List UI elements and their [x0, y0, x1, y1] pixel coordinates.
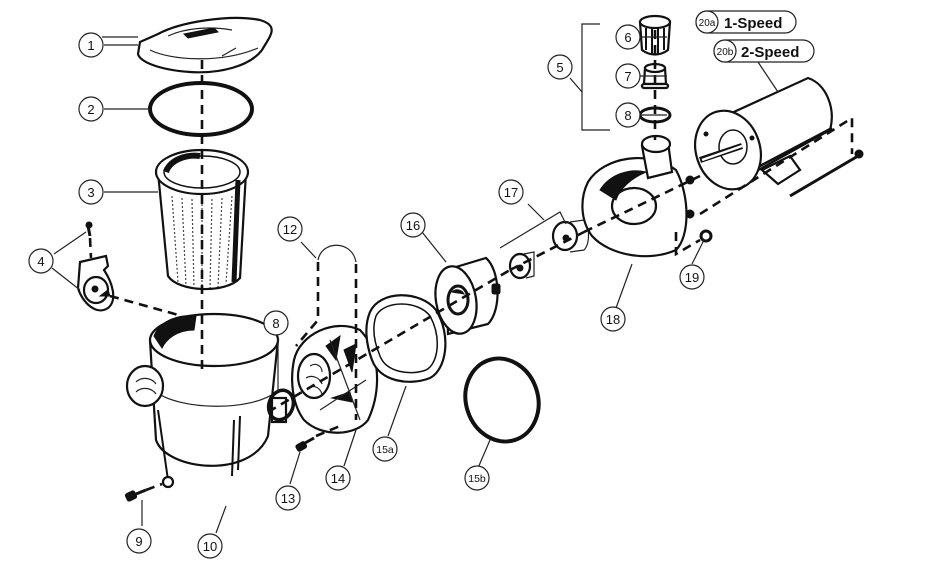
callout-9: 9: [126, 528, 152, 554]
callout-1: 1: [78, 32, 104, 58]
svg-text:15b: 15b: [468, 473, 486, 485]
svg-text:12: 12: [283, 222, 297, 237]
svg-text:17: 17: [504, 185, 518, 200]
svg-text:10: 10: [203, 539, 217, 554]
nut: [699, 229, 713, 243]
svg-text:13: 13: [281, 491, 295, 506]
svg-text:1: 1: [87, 38, 94, 53]
svg-text:4: 4: [37, 254, 44, 269]
callout-8-left: 8: [263, 310, 289, 336]
callout-6: 6: [615, 24, 641, 50]
callout-15a: 15a: [372, 436, 398, 462]
seal-plate-volute: [581, 134, 695, 258]
callout-17: 17: [498, 179, 524, 205]
svg-text:7: 7: [624, 69, 631, 84]
clamp: [317, 244, 357, 263]
svg-text:1-Speed: 1-Speed: [724, 15, 782, 32]
drain-screw: [124, 482, 163, 502]
callout-18: 18: [600, 306, 626, 332]
motor: [694, 76, 833, 191]
impeller-diffuser: [434, 256, 501, 336]
callout-15b: 15b: [464, 465, 490, 491]
callout-3: 3: [78, 179, 104, 205]
svg-text:20b: 20b: [717, 47, 734, 58]
svg-text:9: 9: [135, 534, 142, 549]
through-bolt: [789, 149, 864, 198]
svg-text:14: 14: [331, 471, 345, 486]
o-ring-left: [266, 388, 296, 422]
callout-12: 12: [277, 216, 303, 242]
shaft-seal: [508, 219, 590, 280]
callouts: 1 2 3 4 5 6 7 8 8 9 10 12 13 14 15a 15b …: [28, 24, 705, 559]
callout-7: 7: [615, 63, 641, 89]
assembly-lines: [109, 30, 854, 420]
strainer-housing: [125, 312, 288, 489]
svg-text:18: 18: [606, 312, 620, 327]
callout-13: 13: [275, 485, 301, 511]
leader-lines: [51, 23, 779, 534]
callout-19: 19: [679, 264, 705, 290]
svg-text:15a: 15a: [376, 444, 394, 456]
svg-text:19: 19: [685, 270, 699, 285]
svg-text:6: 6: [624, 30, 631, 45]
strainer-basket: [154, 148, 250, 291]
callout-5: 5: [547, 54, 573, 80]
svg-text:2: 2: [87, 102, 94, 117]
svg-text:5: 5: [556, 60, 563, 75]
strainer-lid: [136, 16, 273, 74]
svg-text:8: 8: [624, 108, 631, 123]
callout-2: 2: [78, 96, 104, 122]
svg-text:16: 16: [406, 218, 420, 233]
diffuser-cover: [291, 324, 379, 434]
gasket: [365, 294, 447, 383]
callout-16: 16: [400, 212, 426, 238]
motor-option-20a: 20a 1-Speed: [695, 10, 797, 34]
svg-text:20a: 20a: [699, 18, 716, 29]
callout-10: 10: [197, 533, 223, 559]
svg-text:3: 3: [87, 185, 94, 200]
drain-plug-bracket: [76, 221, 115, 312]
o-ring-large: [463, 356, 541, 444]
svg-text:8: 8: [272, 316, 279, 331]
callout-8-right: 8: [615, 102, 641, 128]
callout-14: 14: [325, 465, 351, 491]
callout-4: 4: [28, 248, 54, 274]
svg-text:2-Speed: 2-Speed: [741, 44, 799, 61]
motor-option-20b: 20b 2-Speed: [713, 39, 815, 63]
screw: [295, 424, 341, 452]
